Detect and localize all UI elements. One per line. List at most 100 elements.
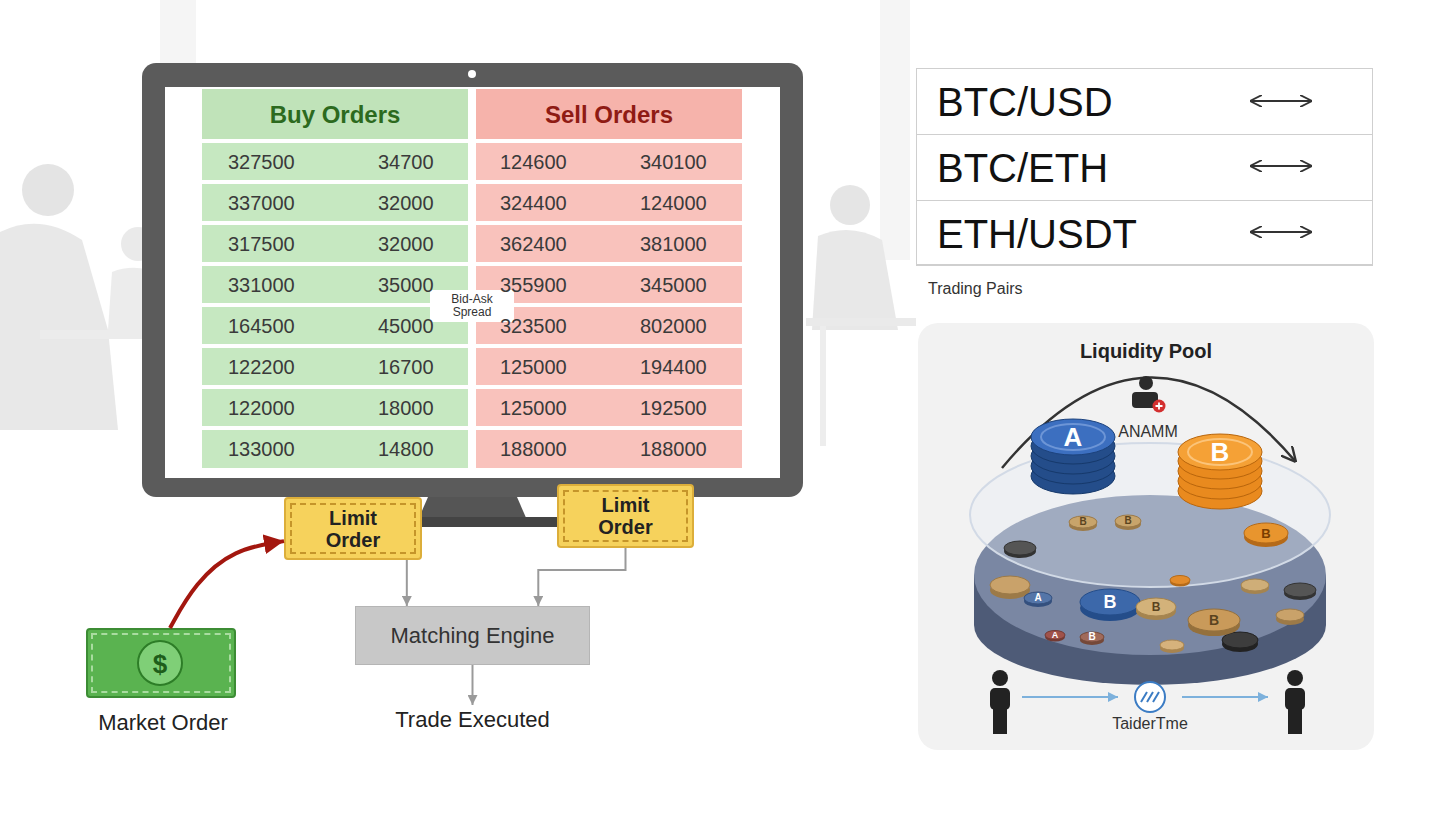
node-text: BTC/USD [937,69,1372,135]
node-text: Limit Order [585,494,666,538]
pair-row: BTC/USD [917,69,1372,135]
table-cell: 188000 [500,439,567,459]
node-text: Trade Executed [385,705,560,735]
coin-letter: B [1209,613,1219,627]
table-cell: 16700 [378,357,434,377]
table-cell: 35000 [378,275,434,295]
node-text: Matching Engine [356,607,589,664]
row-divider [202,262,468,266]
node-text: Buy Orders [202,89,468,139]
table-cell: 331000 [228,275,295,295]
node-text: Trading Pairs [928,280,1023,298]
flow-connector [472,665,474,705]
table-cell: 802000 [640,316,707,336]
monitor-camera [468,70,476,78]
limit-ticket: Limit Order [284,497,422,560]
row-divider [476,303,742,307]
table-cell: 192500 [640,398,707,418]
table-cell: 122000 [228,398,295,418]
coin-letter: B [1261,527,1270,540]
table-cell: 327500 [228,152,295,172]
coin-letter: B [1079,517,1086,527]
table-cell: 45000 [378,316,434,336]
office-desk [806,318,916,326]
node-text: Limit Order [312,507,394,551]
coin-letter: B [1124,516,1131,526]
table-cell: 323500 [500,316,567,336]
table-cell: 340100 [640,152,707,172]
node-text: Sell Orders [476,89,742,139]
table-cell: 381000 [640,234,707,254]
node-text: Market Order [48,710,278,736]
table-cell: 194400 [640,357,707,377]
office-desk [820,326,826,446]
window-frame [880,0,910,260]
result-node: Trade Executed [385,705,560,735]
table-cell: 32000 [378,193,434,213]
node-text: ETH/USDT [937,201,1372,267]
coin-letter: A [1034,593,1041,603]
connector-layer [170,541,626,705]
monitor-screen [165,87,780,478]
amm-label: ANAMM [1118,424,1178,440]
row-divider [202,180,468,184]
table-cell: 324400 [500,193,567,213]
coin-letter: A [1052,631,1059,640]
flow-connector [538,548,625,606]
pairs-table: Trading PairsBTC/USDBTC/ETHETH/USDT [916,68,1373,266]
monitor-stand [418,497,527,520]
table-cell: 34700 [378,152,434,172]
office-person [812,230,898,330]
icon-label: TaiderTme [1112,716,1188,732]
row-divider [476,426,742,430]
office-person [0,224,118,430]
node-text: Liquidity Pool [918,340,1374,363]
row-divider [476,221,742,225]
table-cell: 188000 [640,439,707,459]
table-cell: 18000 [378,398,434,418]
table-cell: 317500 [228,234,295,254]
monitor-frame [142,63,803,497]
currency-symbol: $ [153,651,167,677]
table-cell: 345000 [640,275,707,295]
row-divider [476,344,742,348]
table-cell: 124600 [500,152,567,172]
table-cell: 355900 [500,275,567,295]
row-divider [476,139,742,143]
row-divider [202,344,468,348]
coin-letter: B [1104,593,1117,611]
flow-connector [406,560,408,606]
row-divider [202,385,468,389]
table-cell: 32000 [378,234,434,254]
row-divider [202,426,468,430]
row-divider [476,262,742,266]
pair-row: ETH/USDT [917,201,1372,265]
coin-letter: B [1211,439,1230,465]
row-divider [476,180,742,184]
table-cell: 337000 [228,193,295,213]
row-divider [202,139,468,143]
coin-letter: B [1152,601,1161,613]
table-cell: 122200 [228,357,295,377]
table-cell: 164500 [228,316,295,336]
table-cell: 133000 [228,439,295,459]
row-divider [476,385,742,389]
row-divider [202,303,468,307]
table-cell: 125000 [500,398,567,418]
table-cell: 14800 [378,439,434,459]
flow-connector [170,541,284,628]
pool-panel: Liquidity Pool [918,323,1374,750]
coin-letter: A [1064,424,1083,450]
office-person [830,185,870,225]
pair-row: BTC/ETH [917,135,1372,201]
row-divider [202,221,468,225]
coin-letter: B [1088,632,1095,642]
limit-ticket: Limit Order [557,484,694,548]
table-cell: 125000 [500,357,567,377]
table-cell: 124000 [640,193,707,213]
office-person [22,164,74,216]
node-text: Bid-Ask Spread [434,293,510,319]
process-box: Matching Engine [355,606,590,665]
